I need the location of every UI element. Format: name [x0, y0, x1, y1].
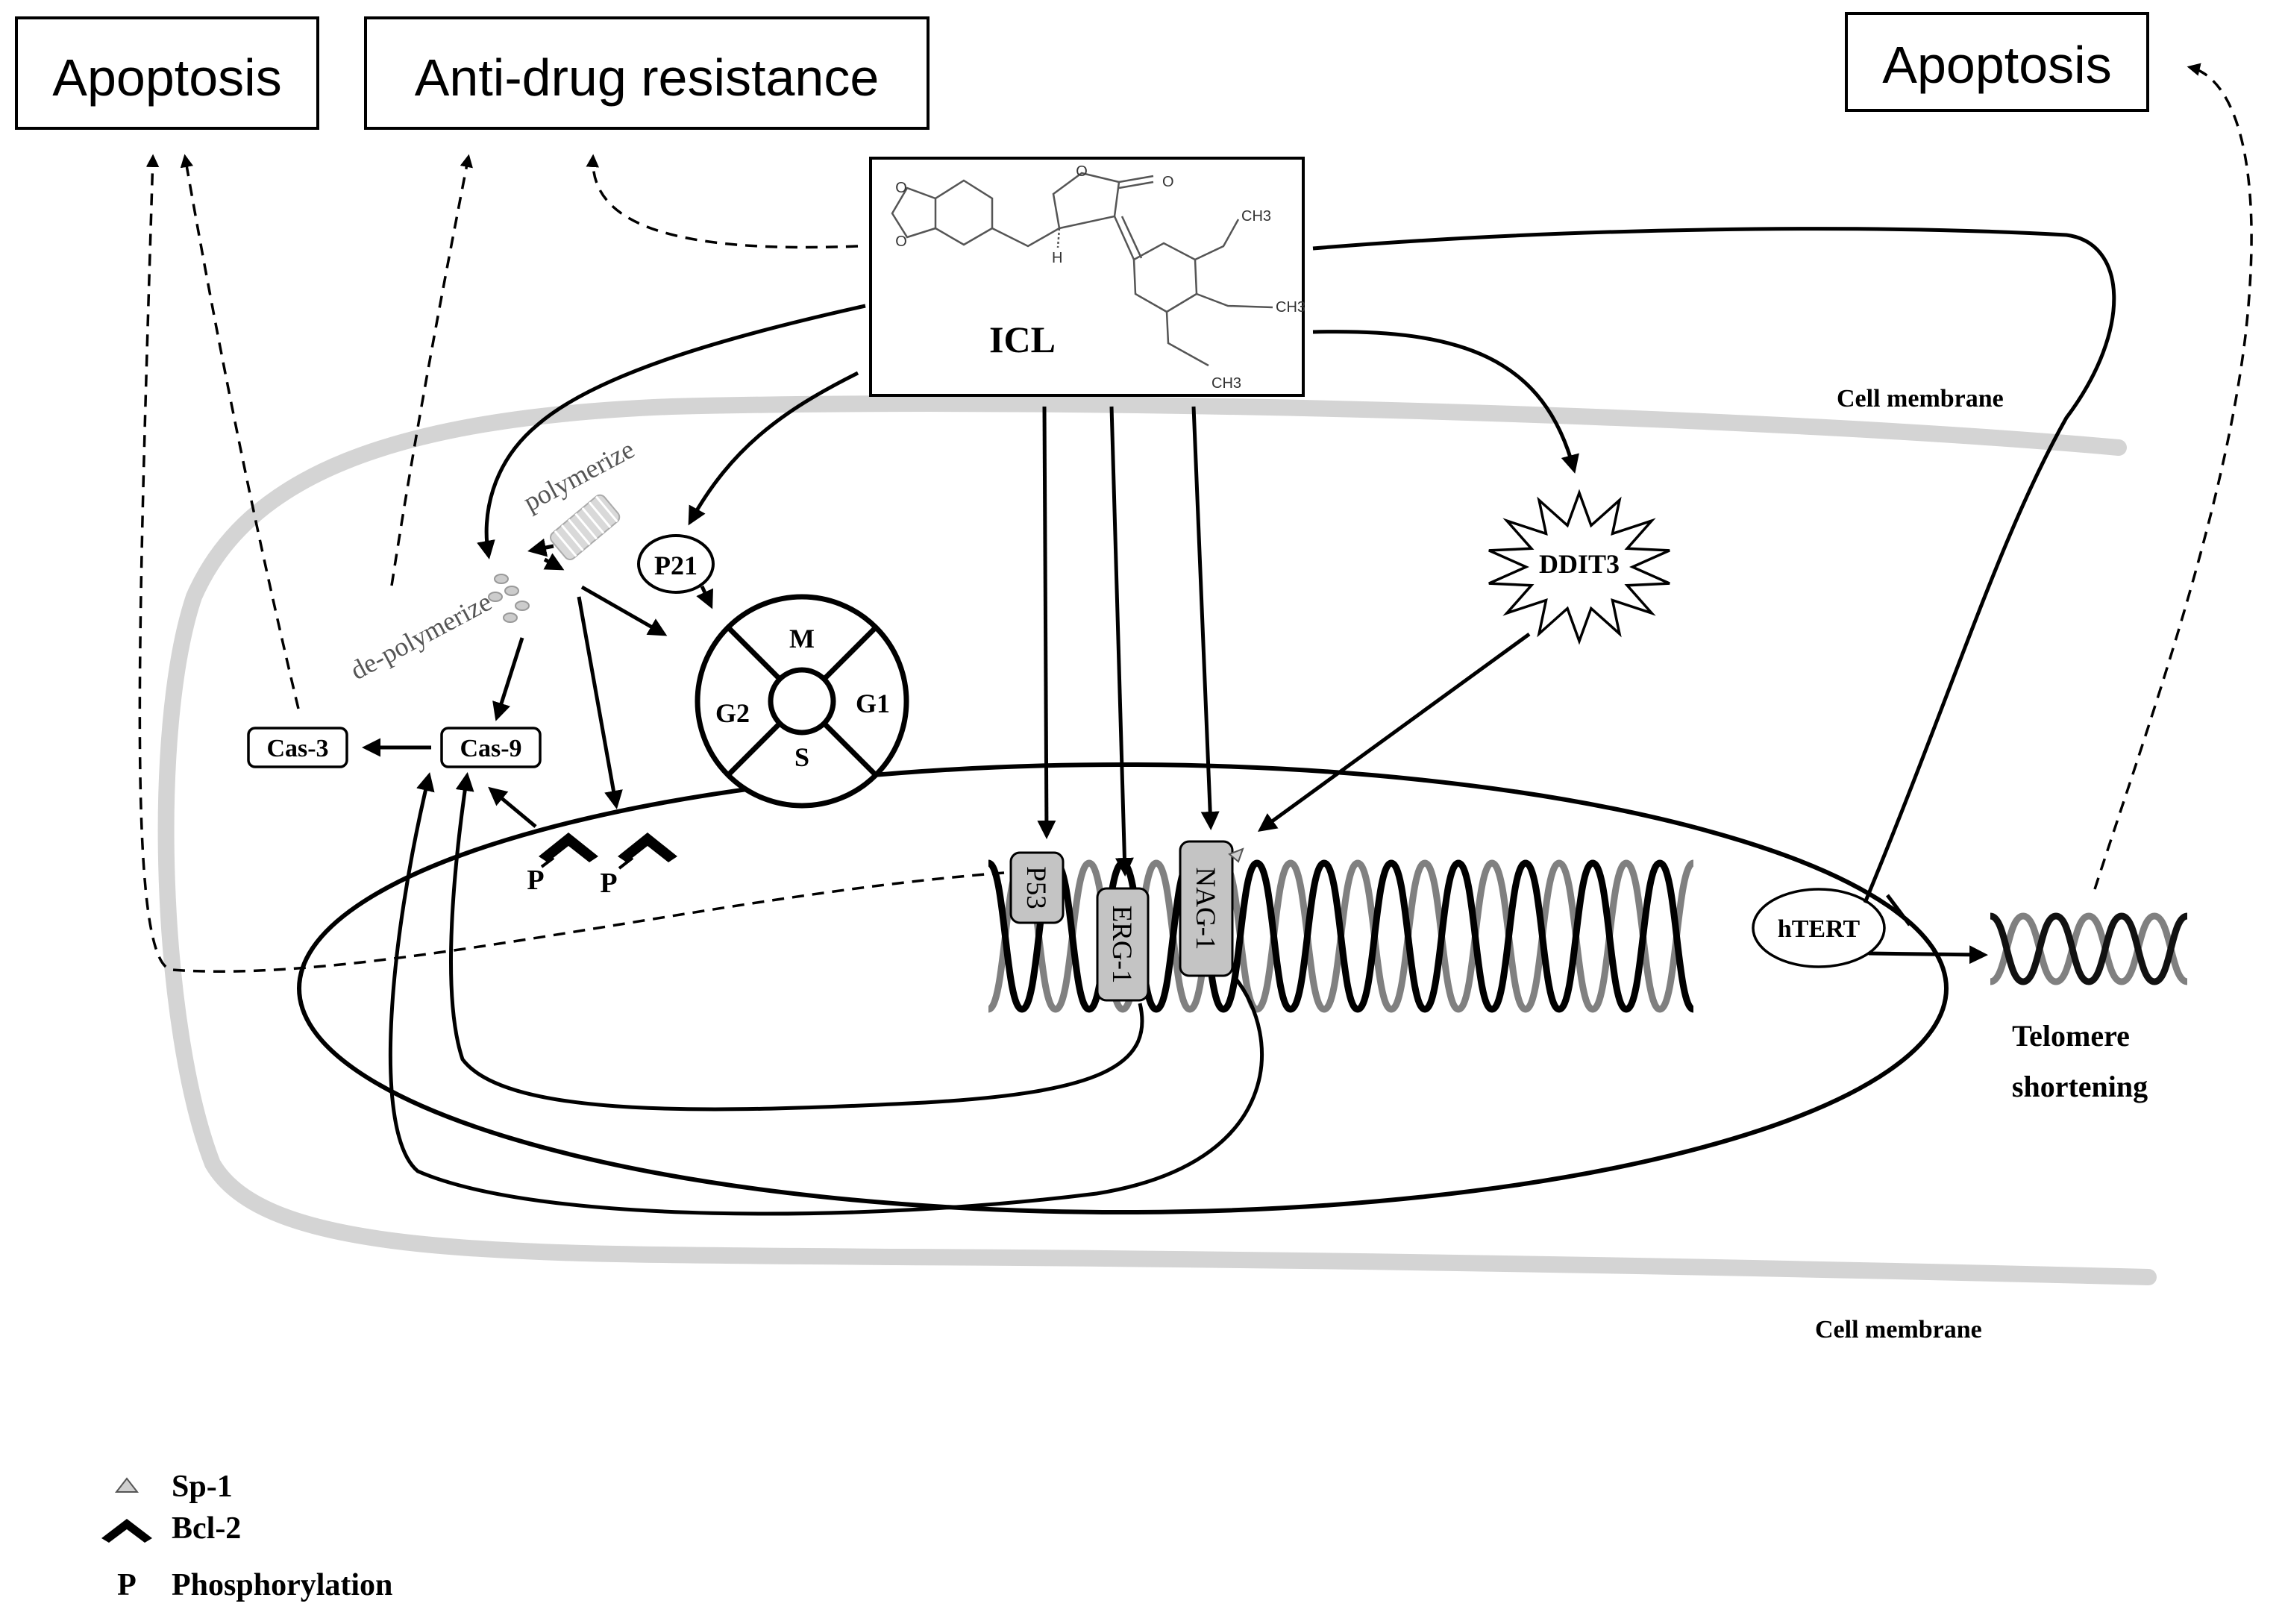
apoptosis-left-label: Apoptosis [52, 48, 281, 107]
dna-helix-strand-dark [986, 859, 1024, 1013]
telomere-strand-dark [1989, 912, 2025, 985]
anti-drug-resistance-box [364, 16, 930, 130]
apoptosis-right-box [1845, 12, 2149, 112]
gene-nag1: NAG-1 [1179, 840, 1234, 977]
legend-p-symbol: P [117, 1568, 137, 1602]
icl-label: ICL [989, 319, 1056, 360]
htert-label: hTERT [1778, 915, 1861, 943]
cell-cycle-wheel [695, 594, 909, 809]
dna-helix-strand-dark [1624, 859, 1662, 1013]
apoptosis-left-box [15, 16, 319, 130]
dashed-arrows [138, 63, 2253, 973]
htert-node [1752, 888, 1886, 968]
dna-helix-strand-dark [1389, 859, 1427, 1013]
telomere-strand-dark [2054, 912, 2090, 985]
anti-drug-resistance-label: Anti-drug resistance [415, 48, 880, 107]
dna-helix-strand-dark [1423, 859, 1461, 1013]
bcl2-shape-1 [539, 833, 598, 862]
cell-membrane-top-label: Cell membrane [1837, 385, 2004, 413]
cell-membrane-bottom-label: Cell membrane [1815, 1316, 1982, 1344]
svg-text:ERG-1: ERG-1 [1106, 906, 1137, 984]
svg-text:O: O [895, 180, 907, 196]
phase-m: M [789, 624, 815, 653]
telomere-strand-dark [2087, 912, 2123, 985]
ddit3-label: DDIT3 [1539, 549, 1620, 579]
phospho-label-1: P [527, 865, 544, 896]
tubulin-dimers [488, 574, 530, 623]
dna-helix-strand-dark [1590, 859, 1629, 1013]
svg-text:CH3: CH3 [1241, 208, 1271, 225]
svg-text:O: O [895, 233, 907, 250]
dna-helix-strand-dark [1658, 859, 1696, 1013]
svg-text:O: O [1162, 174, 1174, 190]
dna-helix-strand-dark [1322, 859, 1360, 1013]
svg-text:O: O [1076, 163, 1088, 180]
cas3-label: Cas-3 [266, 735, 328, 762]
svg-text:CH3: CH3 [1276, 299, 1305, 316]
telomere-strand-dark [2153, 912, 2189, 985]
bcl2-shape-2 [618, 833, 677, 862]
svg-text:NAG-1: NAG-1 [1190, 868, 1220, 950]
telomere-label-2: shortening [2012, 1070, 2148, 1103]
dna-helix-strand-dark [1523, 859, 1561, 1013]
dna-helix-strand-dark [1221, 859, 1259, 1013]
dna-helix-strand-dark [1255, 859, 1293, 1013]
telomere-strand-dark [2120, 912, 2156, 985]
cas9-label: Cas-9 [460, 735, 521, 762]
telomere-strand-dark [2022, 912, 2057, 985]
microtubule-polymer [550, 494, 621, 561]
legend-sp1-label: Sp-1 [172, 1470, 233, 1504]
apoptosis-right-label: Apoptosis [1882, 36, 2111, 94]
telomere-label-1: Telomere [2012, 1019, 2130, 1053]
cas3-node [247, 727, 348, 768]
cell-membrane [157, 395, 2157, 1285]
gene-erg1: ERG-1 [1096, 887, 1150, 1002]
dna-helix-strand-dark [1456, 859, 1494, 1013]
icl-compound-box [869, 157, 1305, 397]
ddit3-node [1488, 489, 1670, 645]
phospho-label-2: P [600, 868, 617, 899]
polymerize-label: polymerize [518, 434, 639, 517]
cas9-node [440, 727, 542, 768]
telomere-helix [1989, 912, 2189, 985]
legend-phosphorylation-label: Phosphorylation [172, 1568, 392, 1602]
icl-structure: O O O O H CH3 CH3 CH3 [891, 163, 1305, 392]
p21-node [637, 534, 715, 594]
dna-helix [986, 859, 1696, 1013]
legend-bcl2-label: Bcl-2 [172, 1511, 241, 1546]
p21-label: P21 [654, 551, 698, 580]
phase-g1: G1 [856, 689, 890, 718]
svg-text:CH3: CH3 [1211, 375, 1241, 392]
dna-helix-strand-dark [1490, 859, 1528, 1013]
legend-sp1-icon [114, 1477, 140, 1493]
svg-text:P53: P53 [1021, 866, 1051, 909]
depolymerize-label: de-polymerize [345, 586, 496, 686]
svg-text:H: H [1052, 250, 1062, 266]
solid-arrows [362, 227, 2116, 1216]
phase-g2: G2 [715, 698, 750, 728]
legend-bcl2-icon [101, 1519, 152, 1543]
phase-s: S [794, 742, 809, 772]
gene-p53: P53 [1009, 851, 1065, 924]
sp1-marker [1228, 847, 1244, 863]
dna-helix-strand-dark [1288, 859, 1326, 1013]
dna-helix-strand-dark [1355, 859, 1394, 1013]
dna-helix-strand-dark [1557, 859, 1595, 1013]
